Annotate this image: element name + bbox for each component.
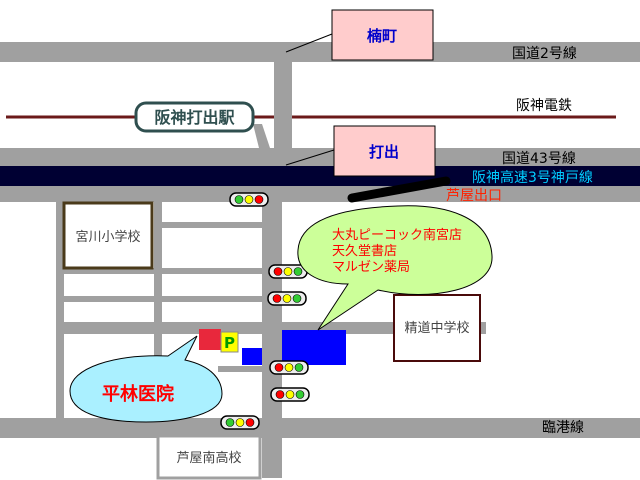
shop-blue-block	[282, 330, 346, 365]
uchide-pointer	[285, 149, 335, 166]
traffic-light-icon	[268, 264, 308, 279]
ashiya-minami-high-label: 芦屋南高校	[176, 450, 241, 466]
hospital-building-block	[199, 329, 221, 350]
ashiya-exit-ramp	[347, 176, 451, 203]
expressway-label: 阪神高速3号神戸線	[472, 169, 593, 186]
station-label-box	[134, 101, 255, 133]
uchide-label: 打出	[369, 143, 399, 161]
shop-bubble	[297, 205, 493, 331]
shop-line-bookstore: 天久堂書店	[332, 244, 397, 259]
main-cross-street	[56, 322, 486, 334]
traffic-light-icon	[220, 415, 260, 430]
street-h1	[154, 222, 264, 228]
traffic-light-icon	[267, 291, 307, 306]
hospital-bubble	[69, 335, 223, 423]
main-vertical-road	[262, 202, 282, 478]
vertical-road-north	[274, 60, 292, 150]
station-access-road	[253, 124, 270, 148]
hanshin-railway-label: 阪神電鉄	[516, 98, 572, 114]
street-h5	[218, 366, 264, 372]
traffic-light-icon	[229, 192, 269, 207]
kusunoki-pointer	[285, 33, 333, 53]
small-blue-block	[242, 348, 262, 365]
shop-line-pharmacy: マルゼン薬局	[332, 260, 410, 275]
station-label: 阪神打出駅	[154, 108, 235, 127]
ashiya-exit-label: 芦屋出口	[446, 188, 502, 204]
service-road	[0, 186, 640, 202]
seido-school-box	[393, 294, 481, 362]
traffic-light-icon	[269, 360, 309, 375]
street-h3	[56, 296, 266, 302]
rinko-line-label: 臨港線	[542, 420, 584, 436]
route2-label: 国道2号線	[512, 46, 577, 62]
street-h2	[56, 268, 266, 274]
uchide-box	[333, 125, 436, 177]
street-mid-vertical	[154, 202, 162, 418]
parking-sign	[220, 331, 239, 353]
hospital-label: 平林医院	[102, 383, 174, 405]
miyagawa-school-box	[62, 201, 154, 270]
rinko-line-road	[0, 418, 640, 438]
traffic-light-icon	[270, 387, 310, 402]
route2-road	[0, 42, 640, 62]
miyagawa-school-label: 宮川小学校	[75, 229, 140, 245]
route43-label: 国道43号線	[502, 151, 576, 167]
kusunoki-cho-label: 楠町	[367, 27, 397, 45]
street-left-vertical	[56, 202, 64, 418]
seido-school-label: 精道中学校	[404, 320, 469, 336]
expressway-road	[0, 166, 640, 186]
kusunoki-cho-box	[331, 9, 434, 61]
shop-line-daimaru: 大丸ピーコック南宮店	[332, 227, 462, 243]
ashiya-minami-high-box	[156, 434, 262, 480]
parking-icon: P	[224, 334, 235, 352]
route43-road	[0, 148, 640, 166]
